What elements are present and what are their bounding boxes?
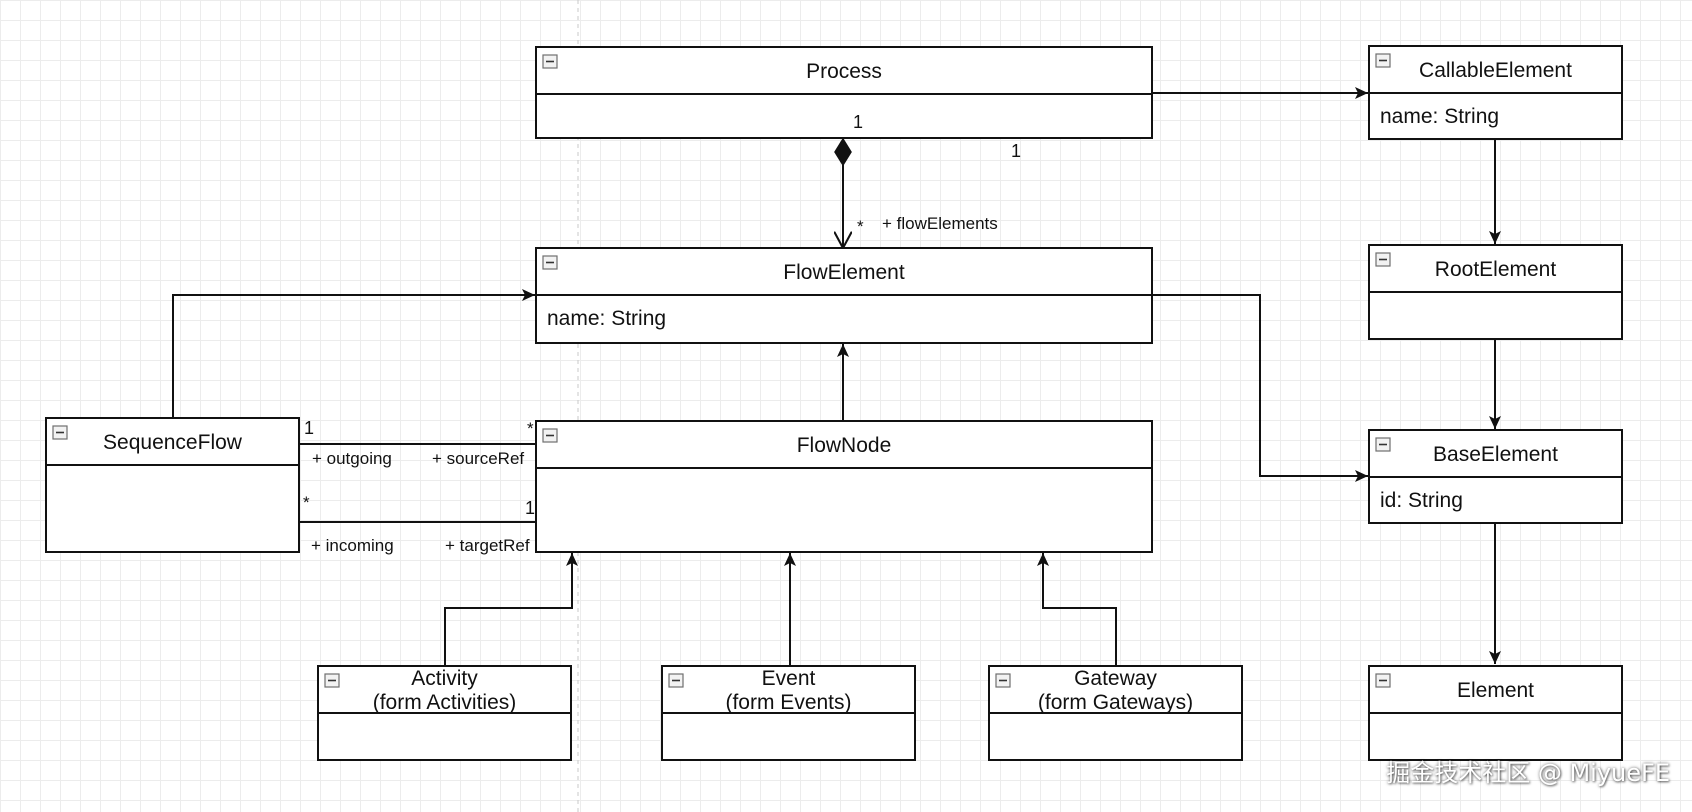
flow-elements-multiplicity-label: * — [857, 217, 864, 236]
process-multiplicity-label-right: 1 — [1011, 141, 1021, 161]
outgoing-source-multiplicity-label: 1 — [304, 418, 314, 438]
class-title: RootElement — [1435, 258, 1557, 281]
outgoing-target-multiplicity-label: * — [527, 419, 534, 438]
class-flow-element[interactable]: FlowElement name: String — [535, 247, 1153, 344]
process-multiplicity-label: 1 — [853, 112, 863, 132]
incoming-target-multiplicity-label: 1 — [525, 498, 535, 518]
class-title: (form Gateways) — [1038, 691, 1193, 714]
edge-sequence-flow-to-flow-element — [172, 289, 535, 418]
class-title: Event — [762, 667, 816, 690]
class-title: FlowNode — [797, 434, 892, 457]
class-title: BaseElement — [1433, 443, 1558, 466]
class-title: Activity — [411, 667, 478, 690]
target-ref-role-label: + targetRef — [445, 536, 530, 555]
class-element[interactable]: Element — [1368, 665, 1623, 761]
class-attribute: name: String — [547, 307, 666, 330]
class-root-element[interactable]: RootElement — [1368, 244, 1623, 340]
edge-flow-element-to-base-element — [1152, 294, 1368, 482]
class-gateway[interactable]: Gateway(form Gateways) — [988, 665, 1243, 761]
collapse-toggle-icon[interactable] — [1375, 437, 1391, 452]
collapse-toggle-icon[interactable] — [542, 54, 558, 69]
class-title: Process — [806, 60, 882, 83]
edge-gateway-to-flow-node — [1037, 553, 1117, 666]
connectors — [172, 87, 1501, 666]
class-box — [45, 417, 300, 553]
incoming-role-label: + incoming — [311, 536, 394, 555]
class-base-element[interactable]: BaseElement id: String — [1368, 429, 1623, 524]
class-title: (form Activities) — [373, 691, 517, 714]
class-title: SequenceFlow — [103, 431, 243, 454]
collapse-toggle-icon[interactable] — [542, 255, 558, 270]
class-activity[interactable]: Activity(form Activities) — [317, 665, 572, 761]
edge-activity-to-flow-node — [444, 553, 578, 666]
collapse-toggle-icon[interactable] — [1375, 252, 1391, 267]
class-sequence-flow[interactable]: SequenceFlow — [45, 417, 300, 553]
collapse-toggle-icon[interactable] — [52, 425, 68, 440]
collapse-toggle-icon[interactable] — [324, 673, 340, 688]
class-box — [535, 46, 1153, 139]
class-attribute: id: String — [1380, 489, 1463, 512]
edge-labels: 1 1 * + flowElements 1 + outgoing * + so… — [303, 112, 1021, 555]
class-title: (form Events) — [725, 691, 851, 714]
source-ref-role-label: + sourceRef — [432, 449, 524, 468]
class-title: FlowElement — [783, 261, 905, 284]
collapse-toggle-icon[interactable] — [995, 673, 1011, 688]
class-process[interactable]: Process — [535, 46, 1153, 139]
composition-diamond — [834, 137, 852, 167]
class-attribute: name: String — [1380, 105, 1499, 128]
collapse-toggle-icon[interactable] — [668, 673, 684, 688]
watermark: 掘金技术社区 @ MiyueFE — [1386, 759, 1670, 787]
collapse-toggle-icon[interactable] — [1375, 673, 1391, 688]
collapse-toggle-icon[interactable] — [542, 428, 558, 443]
outgoing-role-label: + outgoing — [312, 449, 392, 468]
class-event[interactable]: Event(form Events) — [661, 665, 916, 761]
class-box — [535, 420, 1153, 553]
class-flow-node[interactable]: FlowNode — [535, 420, 1153, 553]
class-title: Gateway — [1074, 667, 1157, 690]
flow-elements-role-label: + flowElements — [882, 214, 998, 233]
class-title: CallableElement — [1419, 59, 1572, 82]
collapse-toggle-icon[interactable] — [1375, 53, 1391, 68]
incoming-source-multiplicity-label: * — [303, 493, 310, 512]
class-title: Element — [1457, 679, 1534, 702]
class-callable-element[interactable]: CallableElement name: String — [1368, 45, 1623, 140]
